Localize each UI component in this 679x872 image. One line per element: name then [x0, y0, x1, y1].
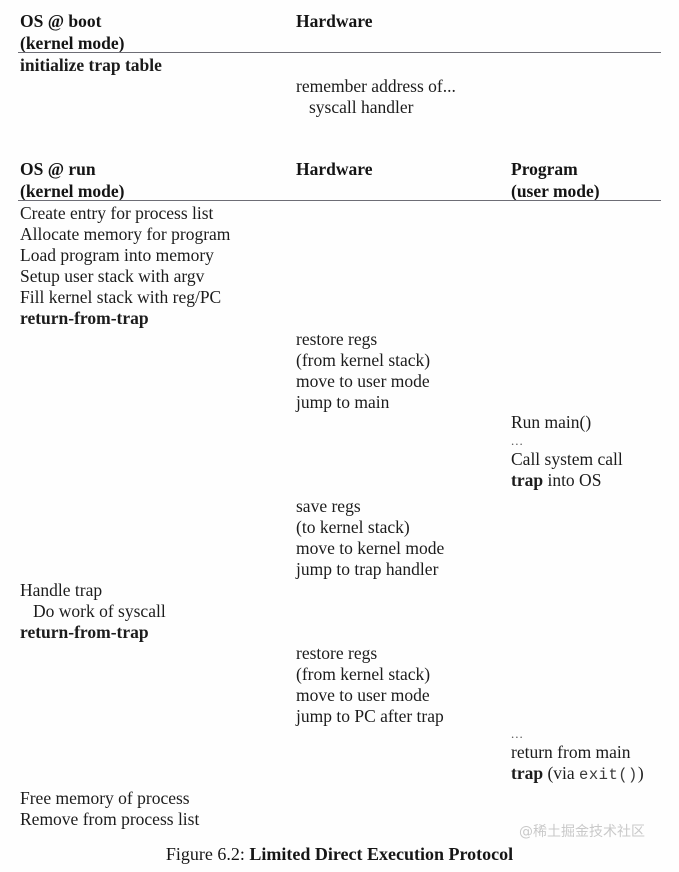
column-header-os-run: OS @ run (kernel mode) — [20, 158, 125, 202]
step-return-from-main: return from main — [511, 742, 631, 762]
column-header-hardware-boot-line1: Hardware — [296, 11, 373, 31]
step-handle-trap: Handle trap — [20, 580, 103, 600]
step-call-system-call: Call system call — [511, 449, 623, 469]
hardware-restore-regs-2: restore regs (from kernel stack) move to… — [296, 643, 444, 727]
header-rule-run — [18, 200, 661, 201]
step-jump-to-pc-after-trap: jump to PC after trap — [296, 706, 444, 726]
column-header-program-line2: (user mode) — [511, 181, 600, 201]
step-move-to-user-mode-2: move to user mode — [296, 685, 430, 705]
os-boot-steps: initialize trap table — [20, 55, 162, 76]
column-header-program-line1: Program — [511, 159, 578, 179]
step-syscall-handler: syscall handler — [309, 97, 414, 117]
step-from-kernel-stack-2: (from kernel stack) — [296, 664, 431, 684]
step-move-to-user-mode-1: move to user mode — [296, 371, 430, 391]
step-trap-into-os: trap into OS — [511, 470, 623, 491]
step-do-work-of-syscall: Do work of syscall — [33, 601, 166, 621]
os-cleanup-steps: Free memory of process Remove from proce… — [20, 788, 199, 830]
ellipsis-return-from-main: ... — [511, 726, 524, 741]
step-trap-via-exit-keyword: trap — [511, 763, 544, 783]
column-header-os-run-line1: OS @ run — [20, 159, 96, 179]
program-run-steps: Run main() ... Call system call trap int… — [511, 412, 623, 491]
step-fill-kernel-stack: Fill kernel stack with reg/PC — [20, 287, 222, 307]
step-trap-into-os-keyword: trap — [511, 470, 544, 490]
column-header-hardware-run: Hardware — [296, 158, 372, 180]
step-return-from-trap-1: return-from-trap — [20, 308, 149, 328]
step-move-to-kernel-mode: move to kernel mode — [296, 538, 445, 558]
hardware-restore-regs-1: restore regs (from kernel stack) move to… — [296, 329, 430, 413]
step-from-kernel-stack-1: (from kernel stack) — [296, 350, 431, 370]
step-jump-to-main: jump to main — [296, 392, 390, 412]
column-header-hardware-boot: Hardware — [296, 10, 372, 32]
step-trap-via-exit-mid: (via — [543, 763, 580, 783]
step-to-kernel-stack: (to kernel stack) — [296, 517, 410, 537]
step-free-memory-of-process: Free memory of process — [20, 788, 190, 808]
hardware-save-regs: save regs (to kernel stack) move to kern… — [296, 496, 444, 580]
program-exit-steps: ... return from main trap (via exit()) — [511, 726, 644, 786]
step-return-from-trap-2: return-from-trap — [20, 622, 149, 642]
os-handle-trap-steps: Handle trap Do work of syscall return-fr… — [20, 580, 166, 643]
figure-caption-title: Limited Direct Execution Protocol — [249, 844, 514, 864]
step-initialize-trap-table: initialize trap table — [20, 55, 162, 75]
step-restore-regs-1: restore regs — [296, 329, 378, 349]
column-header-program: Program (user mode) — [511, 158, 600, 202]
step-save-regs: save regs — [296, 496, 361, 516]
step-remember-address-of: remember address of... — [296, 76, 456, 96]
step-allocate-memory: Allocate memory for program — [20, 224, 231, 244]
step-restore-regs-2: restore regs — [296, 643, 378, 663]
os-run-create-steps: Create entry for process list Allocate m… — [20, 203, 230, 329]
figure-caption-prefix: Figure 6.2: — [165, 844, 245, 864]
step-remove-from-process-list: Remove from process list — [20, 809, 200, 829]
step-create-entry-process-list: Create entry for process list — [20, 203, 214, 223]
step-trap-via-exit-call: exit() — [579, 766, 638, 784]
step-trap-into-os-rest: into OS — [543, 470, 602, 490]
step-trap-via-exit: trap (via exit()) — [511, 763, 644, 786]
step-setup-user-stack: Setup user stack with argv — [20, 266, 205, 286]
watermark: @稀土掘金技术社区 — [519, 824, 645, 840]
step-jump-to-trap-handler: jump to trap handler — [296, 559, 439, 579]
column-header-hardware-run-line1: Hardware — [296, 159, 373, 179]
header-rule-boot — [18, 52, 661, 53]
hardware-boot-steps: remember address of... syscall handler — [296, 76, 456, 118]
ellipsis-run-main: ... — [511, 433, 524, 448]
step-run-main: Run main() — [511, 412, 592, 432]
column-header-os-boot-line2: (kernel mode) — [20, 33, 125, 53]
step-load-program: Load program into memory — [20, 245, 214, 265]
column-header-os-boot-line1: OS @ boot — [20, 11, 102, 31]
column-header-os-run-line2: (kernel mode) — [20, 181, 125, 201]
figure-caption: Figure 6.2: Limited Direct Execution Pro… — [0, 843, 679, 865]
column-header-os-boot: OS @ boot (kernel mode) — [20, 10, 125, 54]
step-trap-via-exit-end: ) — [637, 763, 644, 783]
